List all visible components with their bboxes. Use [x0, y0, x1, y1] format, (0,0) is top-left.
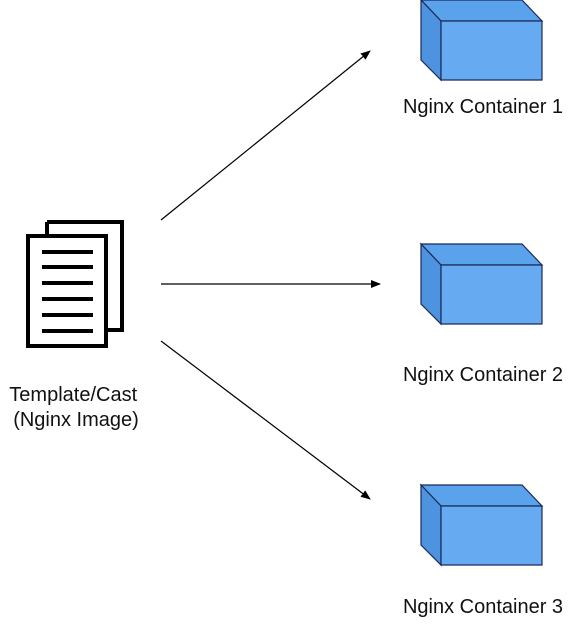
document-lines	[42, 250, 93, 333]
container-2: Nginx Container 2	[403, 242, 563, 386]
container-2-label: Nginx Container 2	[403, 364, 563, 386]
cube-icon	[419, 483, 544, 567]
cube-icon	[419, 242, 544, 326]
document-stack-icon	[26, 220, 124, 348]
cube-icon	[420, 0, 544, 82]
container-1-label: Nginx Container 1	[403, 96, 563, 118]
arrow-to-container-1	[160, 50, 371, 221]
source-label-line-1: Template/Cast	[9, 384, 137, 406]
source-label: Template/Cast (Nginx Image)	[9, 384, 142, 431]
front-sheet	[26, 234, 108, 348]
container-1: Nginx Container 1	[403, 0, 563, 118]
source-label-line-2: (Nginx Image)	[13, 409, 139, 431]
back-sheet	[47, 220, 124, 332]
arrow-to-container-3	[160, 340, 371, 500]
arrows	[160, 50, 381, 500]
container-3: Nginx Container 3	[403, 483, 563, 618]
container-3-label: Nginx Container 3	[403, 596, 563, 618]
